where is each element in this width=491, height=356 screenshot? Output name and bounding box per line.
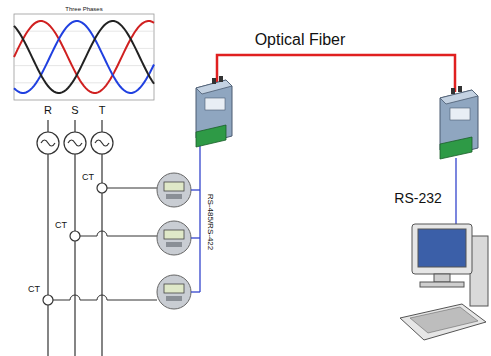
ct-label: CT	[82, 173, 94, 182]
ct-wire	[53, 188, 157, 300]
ct-label: CT	[55, 221, 67, 230]
phase-wave	[14, 21, 154, 93]
media-converter	[196, 76, 232, 147]
current-transformer	[43, 183, 107, 305]
rs485-bus	[191, 143, 200, 292]
phase-wave	[14, 21, 154, 93]
chart-title: Three Phases	[65, 6, 102, 12]
media-converter	[440, 86, 478, 159]
ct-label: CT	[28, 285, 40, 294]
fiber-label: Optical Fiber	[255, 32, 346, 48]
computer	[400, 224, 488, 340]
phase-label: R	[44, 105, 52, 116]
phase-lines	[48, 120, 102, 356]
phase-wave	[14, 21, 154, 93]
phase-label: S	[71, 105, 78, 116]
three-phase-chart	[14, 14, 154, 100]
power-meter	[157, 173, 191, 309]
optical-fiber	[217, 55, 455, 92]
bus-label: RS-232	[394, 191, 441, 205]
phase-label: T	[99, 105, 106, 116]
ac-source-symbol	[37, 132, 113, 154]
bus-label: RS-485/RS-422	[206, 194, 214, 250]
rs232-cable	[455, 158, 456, 224]
